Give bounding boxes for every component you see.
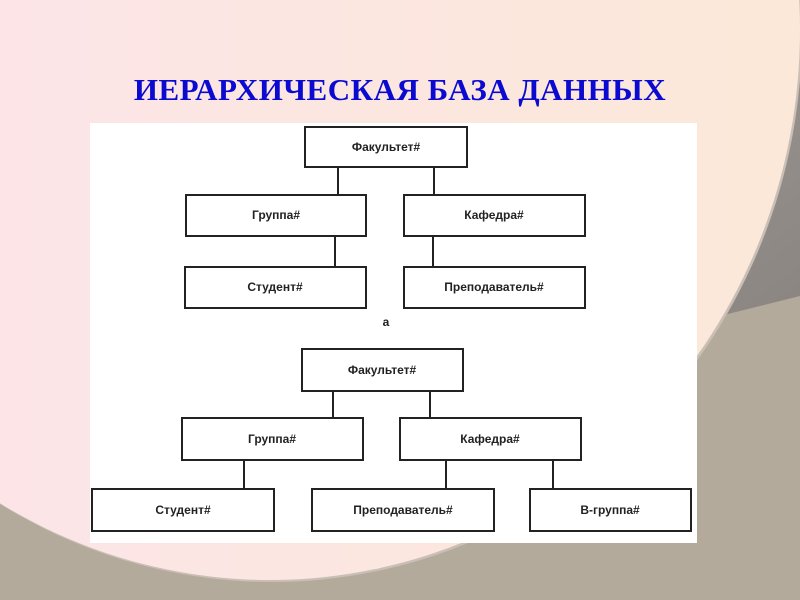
node-a-student: Студент# — [184, 266, 367, 309]
node-label: Студент# — [155, 503, 211, 517]
node-b-student: Студент# — [91, 488, 275, 532]
node-b-group: Группа# — [181, 417, 364, 461]
node-label: Группа# — [252, 208, 300, 222]
node-label: Факультет# — [348, 363, 417, 377]
node-a-faculty: Факультет# — [304, 126, 468, 168]
diagram-canvas — [90, 123, 697, 543]
node-b-teacher: Преподаватель# — [311, 488, 495, 532]
node-a-teacher: Преподаватель# — [403, 266, 586, 309]
node-label: Группа# — [248, 432, 296, 446]
node-a-department: Кафедра# — [403, 194, 586, 237]
node-label: Преподаватель# — [444, 280, 544, 294]
node-label: Факультет# — [352, 140, 421, 154]
node-label: Студент# — [247, 280, 303, 294]
node-b-vgroup: В-группа# — [529, 488, 692, 532]
slide-title: ИЕРАРХИЧЕСКАЯ БАЗА ДАННЫХ — [133, 72, 667, 107]
diagram-a-caption: а — [383, 315, 390, 329]
node-label: Кафедра# — [460, 432, 520, 446]
node-a-group: Группа# — [185, 194, 367, 237]
node-b-faculty: Факультет# — [301, 348, 464, 392]
node-label: В-группа# — [580, 503, 640, 517]
node-label: Преподаватель# — [353, 503, 453, 517]
node-label: Кафедра# — [464, 208, 524, 222]
node-b-department: Кафедра# — [399, 417, 582, 461]
